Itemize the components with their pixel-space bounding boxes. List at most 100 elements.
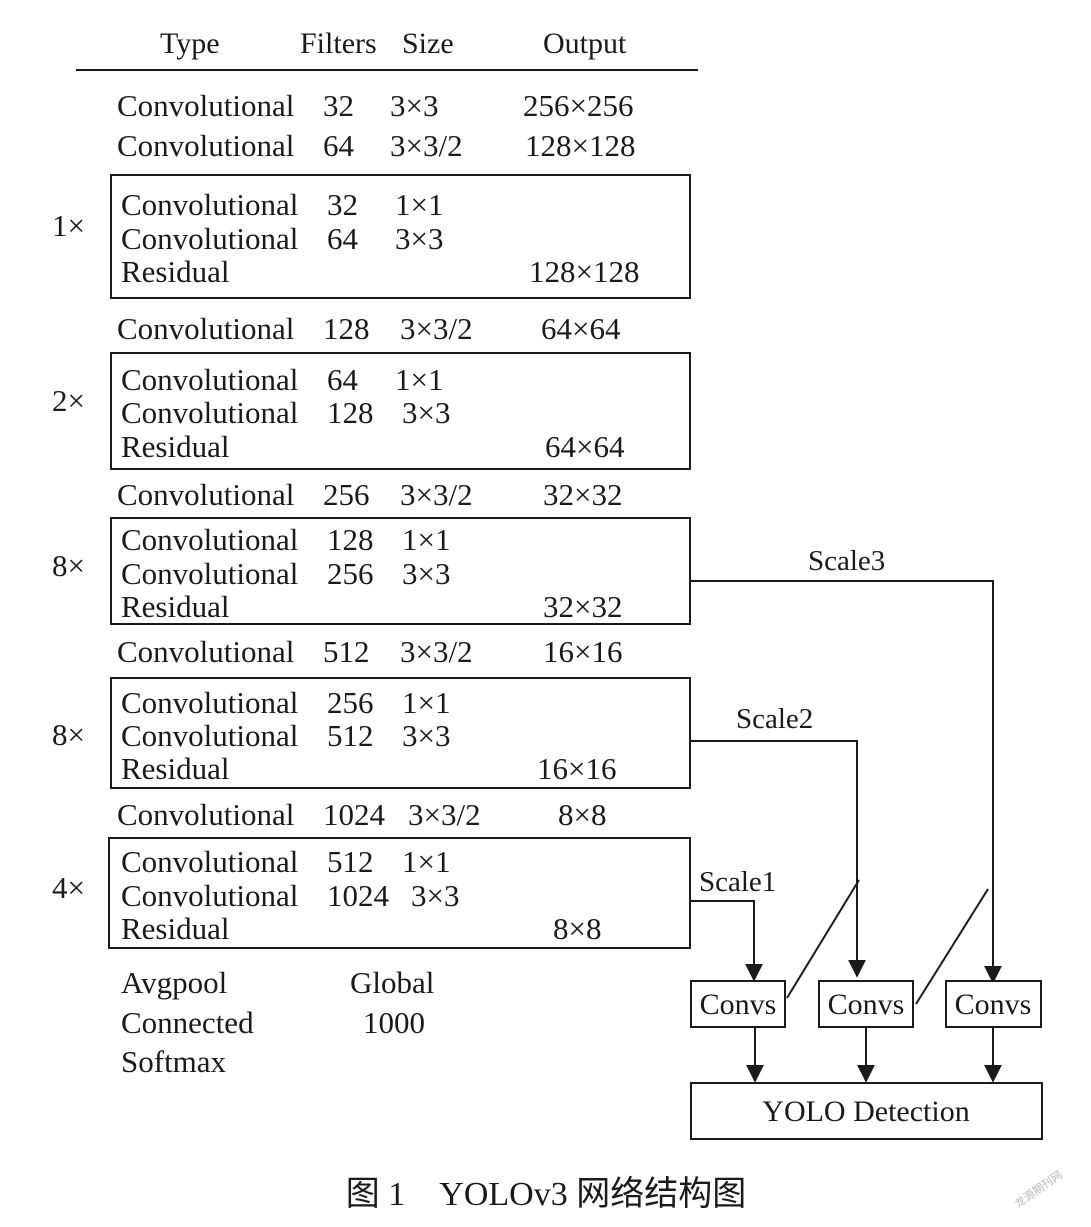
svg-text:3×3: 3×3	[395, 221, 443, 256]
scale3-label: Scale3	[808, 545, 885, 577]
svg-text:Convs: Convs	[828, 988, 905, 1021]
softmax-label: Softmax	[121, 1044, 227, 1079]
svg-text:Convolutional: Convolutional	[121, 556, 298, 591]
svg-text:3×3: 3×3	[402, 395, 450, 430]
svg-text:32: 32	[323, 88, 354, 123]
svg-text:1024: 1024	[327, 878, 390, 913]
svg-text:Residual: Residual	[121, 589, 230, 624]
layer-row-1: Convolutional 64 3×3/2 128×128	[117, 128, 635, 163]
svg-text:Convolutional: Convolutional	[121, 878, 298, 913]
svg-text:3×3/2: 3×3/2	[390, 128, 463, 163]
upsample-connector-2	[915, 888, 989, 1005]
layer-row-0: Convolutional 32 3×3 256×256	[117, 88, 633, 123]
scale1-path: Scale1	[690, 866, 776, 982]
residual-block-4: 8× Convolutional 256 1×1 Convolutional 5…	[52, 677, 691, 789]
repeat-label-4: 8×	[52, 717, 85, 752]
header-filters: Filters	[300, 27, 377, 60]
svg-text:Convolutional: Convolutional	[121, 221, 298, 256]
svg-text:3×3/2: 3×3/2	[400, 634, 473, 669]
svg-text:128: 128	[323, 311, 370, 346]
svg-text:64: 64	[327, 362, 359, 397]
connected-value: 1000	[363, 1005, 425, 1040]
svg-text:3×3: 3×3	[411, 878, 459, 913]
svg-text:3×3/2: 3×3/2	[400, 311, 473, 346]
residual-block-5: 4× Convolutional 512 1×1 Convolutional 1…	[52, 837, 691, 949]
svg-text:Residual: Residual	[121, 429, 230, 464]
svg-text:1024: 1024	[323, 797, 386, 832]
scale1-label: Scale1	[699, 866, 776, 898]
repeat-label-3: 8×	[52, 548, 85, 583]
svg-text:256: 256	[327, 556, 374, 591]
svg-text:Convolutional: Convolutional	[121, 187, 298, 222]
svg-text:3×3: 3×3	[402, 556, 450, 591]
residual-block-2: 2× Convolutional 64 1×1 Convolutional 12…	[52, 352, 691, 470]
svg-text:Convolutional: Convolutional	[121, 395, 298, 430]
svg-text:3×3/2: 3×3/2	[408, 797, 481, 832]
svg-text:256: 256	[327, 685, 374, 720]
repeat-label-5: 4×	[52, 870, 85, 905]
header-output: Output	[543, 27, 627, 60]
layer-row-4: Convolutional 512 3×3/2 16×16	[117, 634, 622, 669]
svg-text:1×1: 1×1	[402, 844, 450, 879]
header-type: Type	[160, 27, 220, 60]
avgpool-value: Global	[350, 965, 434, 1000]
svg-text:128: 128	[327, 522, 374, 557]
repeat-label-2: 2×	[52, 383, 85, 418]
scale2-label: Scale2	[736, 703, 813, 735]
convs-box-1: Convs	[690, 980, 786, 1028]
svg-text:512: 512	[323, 634, 370, 669]
svg-text:32×32: 32×32	[543, 589, 622, 624]
convs-box-2: Convs	[818, 980, 914, 1028]
svg-text:1×1: 1×1	[402, 522, 450, 557]
svg-text:64: 64	[327, 221, 359, 256]
svg-text:Convolutional: Convolutional	[117, 311, 294, 346]
svg-text:256: 256	[323, 477, 370, 512]
svg-text:Residual: Residual	[121, 911, 230, 946]
svg-text:Convolutional: Convolutional	[121, 522, 298, 557]
svg-text:Convolutional: Convolutional	[117, 634, 294, 669]
header-size: Size	[402, 27, 454, 60]
scale3-path: Scale3	[690, 545, 1002, 984]
svg-text:Convolutional: Convolutional	[121, 362, 298, 397]
yolo-detection-label: YOLO Detection	[762, 1095, 969, 1128]
residual-block-3: 8× Convolutional 128 1×1 Convolutional 2…	[52, 517, 691, 625]
svg-text:3×3: 3×3	[402, 718, 450, 753]
svg-text:512: 512	[327, 718, 374, 753]
tail-rows: Avgpool Global Connected 1000 Softmax	[121, 965, 434, 1079]
residual-block-1: 1× Convolutional 32 1×1 Convolutional 64…	[52, 174, 691, 299]
yolo-detection-box: YOLO Detection	[690, 1082, 1043, 1140]
svg-text:Residual: Residual	[121, 751, 230, 786]
layer-row-3: Convolutional 256 3×3/2 32×32	[117, 477, 622, 512]
svg-text:Convolutional: Convolutional	[117, 797, 294, 832]
svg-text:Convolutional: Convolutional	[121, 685, 298, 720]
svg-text:64: 64	[323, 128, 355, 163]
svg-text:Residual: Residual	[121, 254, 230, 289]
layer-row-2: Convolutional 128 3×3/2 64×64	[117, 311, 621, 346]
watermark: 龙源期刊网	[1012, 1167, 1065, 1210]
svg-text:128×128: 128×128	[529, 254, 639, 289]
svg-text:64×64: 64×64	[545, 429, 625, 464]
svg-text:32×32: 32×32	[543, 477, 622, 512]
svg-text:16×16: 16×16	[543, 634, 622, 669]
svg-text:1×1: 1×1	[395, 362, 443, 397]
svg-text:Convs: Convs	[700, 988, 777, 1021]
svg-text:3×3: 3×3	[390, 88, 438, 123]
connected-label: Connected	[121, 1005, 254, 1040]
svg-text:1×1: 1×1	[395, 187, 443, 222]
svg-text:Convs: Convs	[955, 988, 1032, 1021]
svg-text:256×256: 256×256	[523, 88, 633, 123]
svg-text:128: 128	[327, 395, 374, 430]
svg-text:Convolutional: Convolutional	[117, 477, 294, 512]
svg-text:Convolutional: Convolutional	[117, 128, 294, 163]
scale2-path: Scale2	[690, 703, 866, 978]
svg-text:128×128: 128×128	[525, 128, 635, 163]
svg-text:1×1: 1×1	[402, 685, 450, 720]
svg-text:Convolutional: Convolutional	[117, 88, 294, 123]
layer-row-5: Convolutional 1024 3×3/2 8×8	[117, 797, 606, 832]
figure-caption: 图 1 YOLOv3 网络结构图	[346, 1175, 746, 1213]
repeat-label-1: 1×	[52, 208, 85, 243]
svg-text:8×8: 8×8	[553, 911, 601, 946]
svg-text:8×8: 8×8	[558, 797, 606, 832]
svg-text:32: 32	[327, 187, 358, 222]
